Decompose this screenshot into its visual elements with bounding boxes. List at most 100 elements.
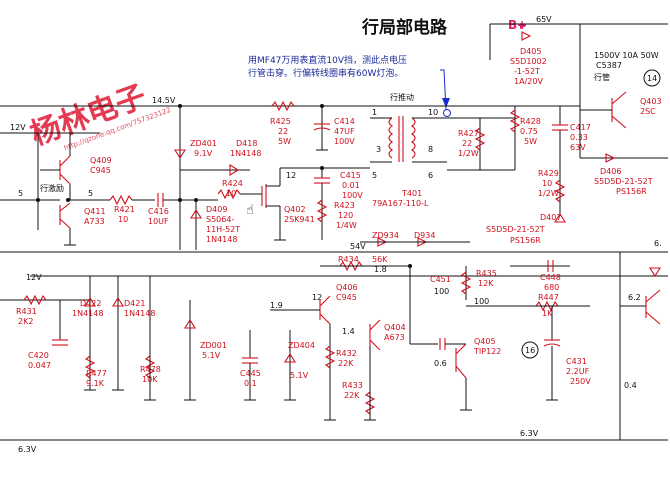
label-hang-jili: 行激励 <box>40 183 64 193</box>
label-d405: D405 <box>520 47 541 56</box>
test-point-icon <box>443 109 451 117</box>
label-d406: D406 <box>600 167 621 176</box>
label-r425-w: 5W <box>278 137 291 146</box>
label-c417-v: 63V <box>570 143 586 152</box>
label-r431-val: 2K2 <box>18 317 33 326</box>
junction <box>36 198 40 202</box>
label-zd001-val: 5.1V <box>202 351 221 360</box>
resistor-r434 <box>339 260 363 272</box>
label-r435-val: 12K <box>478 279 494 288</box>
note-line-2: 行管击穿。行偏转线圈串有60W灯泡。 <box>248 67 403 79</box>
zener-zd001-icon <box>184 318 196 329</box>
label-c431: C431 <box>566 357 587 366</box>
b-plus-label: B+ <box>508 18 527 32</box>
label-q406-type: C945 <box>336 293 357 302</box>
label-r421: R421 <box>114 205 135 214</box>
marker-16 <box>521 341 539 359</box>
label-c420-val: 0.047 <box>28 361 51 370</box>
label-d421: D421 <box>124 299 145 308</box>
label-d409-c: 1N4148 <box>206 235 237 244</box>
label-c415: C415 <box>340 171 361 180</box>
transformer-t401 <box>370 116 447 163</box>
label-r423: R423 <box>334 201 355 210</box>
label-c448-val: 680 <box>544 283 559 292</box>
label-q403: Q403 <box>640 97 662 106</box>
label-zd401: ZD401 <box>190 139 217 148</box>
label-r423-val: 120 <box>338 211 353 220</box>
label-hang-guan: 行管 <box>594 72 610 82</box>
label-d409: D409 <box>206 205 227 214</box>
voltage-65v: 65V <box>536 15 552 24</box>
resistor-r432 <box>324 345 336 369</box>
label-q404-type: A673 <box>384 333 405 342</box>
label-q409: Q409 <box>90 156 112 165</box>
label-5a: 5 <box>18 189 23 198</box>
label-d418: D418 <box>236 139 257 148</box>
label-c451: C451 <box>430 275 451 284</box>
label-node-12b: 12 <box>312 293 322 302</box>
label-d934: D934 <box>414 231 435 240</box>
note-pointer <box>440 69 447 111</box>
note-arrow-icon <box>442 98 450 108</box>
label-node-1-4: 1.4 <box>342 327 355 336</box>
label-r431: R431 <box>16 307 37 316</box>
label-zd001: ZD001 <box>200 341 227 350</box>
label-q403-spec: 1500V 10A 50W <box>594 51 659 60</box>
label-q411-type: A733 <box>84 217 105 226</box>
label-d407-part: S5D5D-21-52T <box>486 225 545 234</box>
label-q402: Q402 <box>284 205 306 214</box>
resistor-r447 <box>535 300 559 312</box>
label-d405-a: S5D1002 <box>510 57 547 66</box>
label-c445: C445 <box>240 369 261 378</box>
label-q403-type: 2SC <box>640 107 656 116</box>
resistor-r423 <box>316 199 328 223</box>
label-c451-val: 100 <box>434 287 449 296</box>
label-r429: R429 <box>538 169 559 178</box>
label-c448: C448 <box>540 273 561 282</box>
transistor-q406 <box>270 295 331 325</box>
label-node-1-9: 1.9 <box>270 301 283 310</box>
label-c416: C416 <box>148 207 169 216</box>
label-q402-type: 2SK941 <box>284 215 315 224</box>
zener-zd404-icon <box>284 352 296 363</box>
label-t401-part: 79A167-110-L <box>372 199 429 208</box>
label-c445-val: 0.1 <box>244 379 257 388</box>
label-r425-val: 22 <box>278 127 288 136</box>
label-d421-val: 1N4148 <box>124 309 155 318</box>
diode-d407-icon <box>554 212 566 223</box>
label-c431-val: 2.2UF <box>566 367 590 376</box>
label-zd404: ZD404 <box>288 341 315 350</box>
diode-d409-icon <box>190 208 202 219</box>
transistor-q409 <box>40 133 71 200</box>
label-zd404-val: 5.1V <box>290 371 309 380</box>
marker-16-text: 16 <box>525 346 535 355</box>
label-c416-val: 10UF <box>148 217 169 226</box>
resistor-r428 <box>509 109 521 133</box>
resistor-r429 <box>554 179 566 203</box>
label-node-12: 12 <box>286 171 296 180</box>
label-r432: R432 <box>336 349 357 358</box>
label-r425: R425 <box>270 117 291 126</box>
label-q405: Q405 <box>474 337 496 346</box>
label-d406-ps: PS156R <box>616 187 647 196</box>
diagram-title: 行局部电路 <box>361 17 448 38</box>
label-q406: Q406 <box>336 283 358 292</box>
label-q404: Q404 <box>384 323 406 332</box>
note-line-1: 用MF47万用表直流10V挡，测此点电压 <box>248 54 407 66</box>
label-r433: R433 <box>342 381 363 390</box>
label-q411: Q411 <box>84 207 106 216</box>
label-c414-val: 47UF <box>334 127 355 136</box>
resistor-r435 <box>460 271 472 295</box>
label-r424: R424 <box>222 179 243 188</box>
capacitor-c431 <box>543 306 561 400</box>
label-r423-w: 1/4W <box>336 221 357 230</box>
label-q409-type: C945 <box>90 166 111 175</box>
capacitor-c417 <box>552 106 568 150</box>
t401-pin-10: 10 <box>428 108 438 117</box>
label-r427-val: 22 <box>462 139 472 148</box>
label-node-0-4: 0.4 <box>624 381 637 390</box>
label-r421-val: 10 <box>118 215 128 224</box>
label-r429-w: 1/2W <box>538 189 559 198</box>
